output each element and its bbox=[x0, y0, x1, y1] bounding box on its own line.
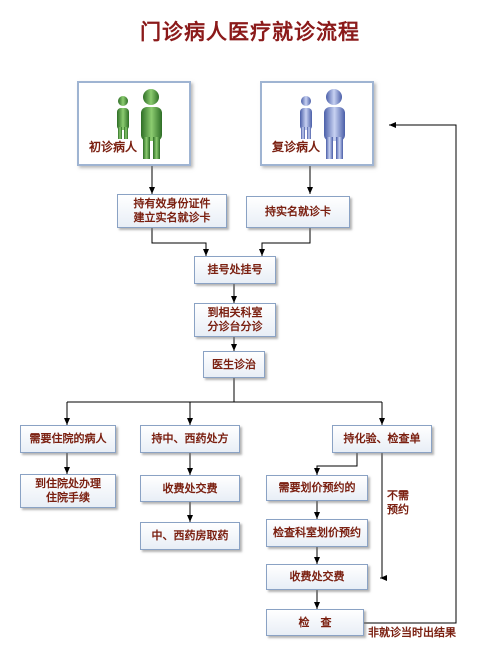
step-real-card: 持实名就诊卡 bbox=[246, 196, 350, 228]
note-result-later: 非就诊当时出结果 bbox=[368, 626, 456, 639]
step-need-booking: 需要划价预约的 bbox=[266, 475, 368, 501]
step-prescription: 持中、西药处方 bbox=[140, 425, 240, 453]
step-register: 挂号处挂号 bbox=[194, 256, 276, 284]
first-visit-patient-box: 初诊病人 bbox=[77, 81, 191, 166]
step-id-card: 持有效身份证件 建立实名就诊卡 bbox=[117, 194, 227, 228]
patient-figure-icon bbox=[117, 89, 162, 159]
step-lab: 持化验、检查单 bbox=[332, 425, 432, 453]
arrow-lab-to-booking-needed bbox=[314, 453, 358, 475]
return-visit-patient-label: 复诊病人 bbox=[272, 140, 321, 154]
arrow-lab-no-booking bbox=[380, 453, 387, 581]
step-inpatient: 需要住院的病人 bbox=[20, 425, 116, 453]
return-visit-patient-box: 复诊病人 bbox=[260, 81, 374, 166]
step-pay-exam: 收费处交费 bbox=[266, 564, 368, 590]
arrow-result-loop bbox=[364, 122, 457, 624]
step-exam: 检 查 bbox=[266, 609, 364, 636]
first-visit-patient-label: 初诊病人 bbox=[89, 140, 138, 154]
arrow-card-to-register bbox=[259, 228, 311, 256]
step-doctor: 医生诊治 bbox=[203, 351, 265, 378]
step-department: 到相关科室 分诊台分诊 bbox=[194, 303, 276, 337]
step-inpatient-office: 到住院处办理 住院手续 bbox=[20, 474, 116, 508]
step-pay-drug: 收费处交费 bbox=[140, 475, 240, 502]
note-no-booking: 不需 预约 bbox=[387, 489, 409, 516]
page-title: 门诊病人医疗就诊流程 bbox=[140, 20, 360, 44]
step-booking: 检查科室划价预约 bbox=[266, 519, 368, 547]
step-pharmacy: 中、西药房取药 bbox=[140, 522, 240, 550]
patient-figure-icon bbox=[300, 89, 345, 159]
arrow-idcard-to-register bbox=[151, 228, 209, 256]
